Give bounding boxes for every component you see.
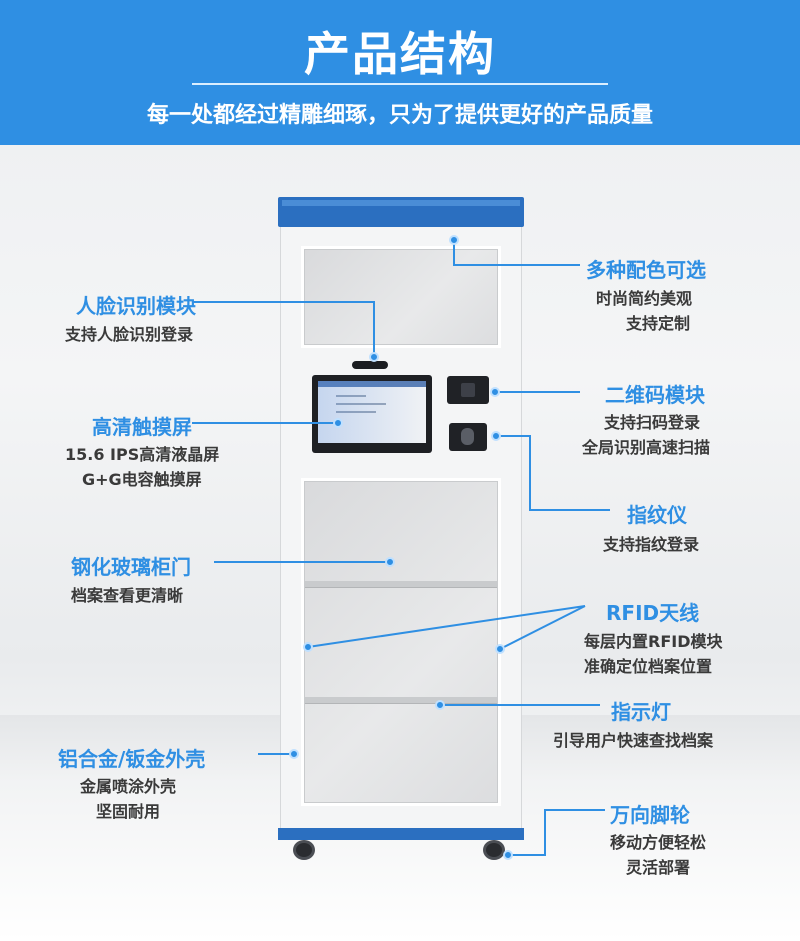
title-divider xyxy=(192,83,608,85)
feature-title-indicator: 指示灯 xyxy=(611,700,671,724)
callout-dot xyxy=(449,235,459,245)
feature-title-wheels: 万向脚轮 xyxy=(610,803,690,827)
feature-title-shell: 铝合金/钣金外壳 xyxy=(58,747,206,771)
feature-desc-fingerprint-1: 支持指纹登录 xyxy=(603,535,700,554)
screen-text-line xyxy=(336,403,386,405)
feature-title-touchscreen: 高清触摸屏 xyxy=(92,415,192,439)
caster-wheel xyxy=(483,840,505,860)
feature-desc-shell-1: 金属喷涂外壳 xyxy=(80,777,177,796)
page-title: 产品结构 xyxy=(304,27,496,81)
fingerprint-reader xyxy=(449,423,487,451)
callout-dot xyxy=(369,352,379,362)
callout-dot xyxy=(490,387,500,397)
feature-desc-rfid-1: 每层内置RFID模块 xyxy=(584,632,723,651)
screen-text-line xyxy=(336,411,376,413)
feature-desc-touchscreen-1: 15.6 IPS高清液晶屏 xyxy=(65,445,220,464)
callout-dot xyxy=(435,700,445,710)
feature-desc-indicator-1: 引导用户快速查找档案 xyxy=(553,731,714,750)
feature-title-colors: 多种配色可选 xyxy=(586,258,706,282)
scanner-window xyxy=(461,383,475,397)
feature-desc-colors-1: 时尚简约美观 xyxy=(596,289,693,308)
fingerprint-pad xyxy=(461,428,474,445)
callout-dot xyxy=(495,644,505,654)
callout-dot xyxy=(303,642,313,652)
feature-title-rfid: RFID天线 xyxy=(606,601,700,625)
feature-desc-rfid-2: 准确定位档案位置 xyxy=(584,657,713,676)
shelf xyxy=(305,697,497,704)
cabinet-base xyxy=(278,828,524,840)
glass-door xyxy=(301,478,501,806)
feature-title-face: 人脸识别模块 xyxy=(76,294,196,318)
header-banner xyxy=(0,0,800,145)
feature-desc-qrcode-2: 全局识别高速扫描 xyxy=(582,438,711,457)
caster-wheel xyxy=(293,840,315,860)
feature-title-fingerprint: 指纹仪 xyxy=(627,503,687,527)
screen-glow xyxy=(318,381,426,443)
callout-dot xyxy=(491,431,501,441)
feature-desc-wheels-2: 灵活部署 xyxy=(626,858,691,877)
callout-dot xyxy=(385,557,395,567)
touchscreen-titlebar xyxy=(318,381,426,387)
feature-desc-colors-2: 支持定制 xyxy=(626,314,691,333)
top-glass-compartment xyxy=(301,246,501,348)
face-camera xyxy=(352,361,388,369)
feature-desc-face-1: 支持人脸识别登录 xyxy=(65,325,194,344)
cabinet-top-highlight xyxy=(282,200,520,206)
shelf xyxy=(305,581,497,588)
screen-text-line xyxy=(336,395,366,397)
callout-dot xyxy=(333,418,343,428)
feature-title-glassdoor: 钢化玻璃柜门 xyxy=(71,555,191,579)
page-subtitle: 每一处都经过精雕细琢，只为了提供更好的产品质量 xyxy=(146,103,653,128)
feature-desc-shell-2: 坚固耐用 xyxy=(96,802,161,821)
callout-dot xyxy=(289,749,299,759)
feature-desc-qrcode-1: 支持扫码登录 xyxy=(604,413,701,432)
feature-title-qrcode: 二维码模块 xyxy=(605,383,705,407)
qrcode-scanner xyxy=(447,376,489,404)
feature-desc-glassdoor-1: 档案查看更清晰 xyxy=(71,586,184,605)
callout-dot xyxy=(503,850,513,860)
feature-desc-touchscreen-2: G+G电容触摸屏 xyxy=(82,470,202,489)
feature-desc-wheels-1: 移动方便轻松 xyxy=(610,833,707,852)
